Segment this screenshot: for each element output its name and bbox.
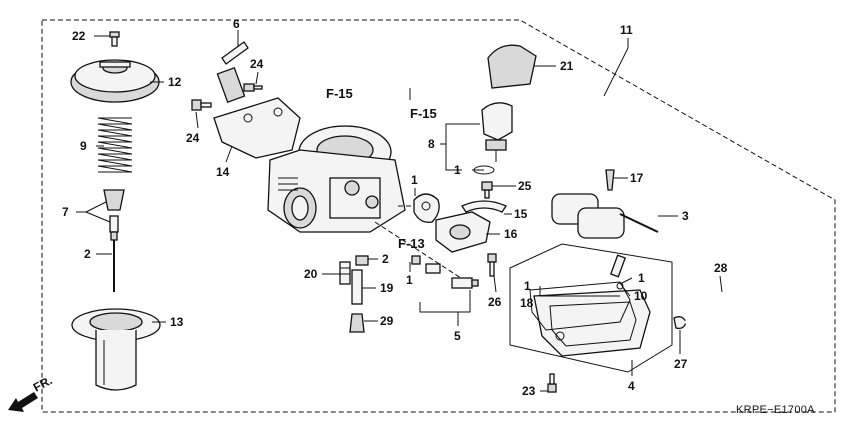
callout-21: 21 [560, 59, 574, 73]
float-3 [551, 193, 659, 239]
callout-5: 5 [454, 329, 461, 343]
callout-9: 9 [80, 139, 87, 153]
clip-27 [673, 316, 687, 330]
ref-f15-choke: F-15 [410, 106, 437, 121]
callout-28: 28 [714, 261, 728, 275]
callout-15: 15 [514, 207, 528, 221]
callout-22: 22 [72, 29, 86, 43]
float-chamber-4 [533, 289, 651, 357]
screw-25 [481, 181, 493, 199]
insulator-16 [435, 211, 491, 253]
callout-7: 7 [62, 205, 69, 219]
screw-22 [109, 31, 120, 47]
leader-lines [76, 30, 723, 392]
callout-14: 14 [216, 165, 230, 179]
clamp-15 [461, 200, 507, 213]
callout-26: 26 [488, 295, 502, 309]
jet-needle-holder-7 [103, 189, 125, 233]
callout-23: 23 [522, 384, 536, 398]
bolt-6 [216, 41, 249, 104]
front-marker: FR. [31, 373, 55, 394]
screw-23 [547, 373, 557, 393]
callout-2b: 2 [382, 252, 389, 266]
callout-1b: 1 [454, 163, 461, 177]
ref-f13: F-13 [398, 236, 425, 251]
diagram-code: KRPE−E1700A [736, 404, 815, 416]
callout-16: 16 [504, 227, 518, 241]
pilot-screw-20 [339, 261, 351, 285]
carburetor-body [267, 125, 406, 233]
callout-1d: 1 [524, 279, 531, 293]
screw-24b [191, 99, 212, 111]
callout-18: 18 [520, 296, 534, 310]
spring-9 [97, 117, 133, 173]
diaphragm-piston-13 [71, 308, 161, 391]
screw-26 [487, 253, 497, 277]
assembly-boundary [41, 19, 836, 413]
drain-screw-10 [609, 254, 627, 290]
callout-25: 25 [518, 179, 532, 193]
float-needle-valve-17 [605, 169, 615, 191]
bracket-14 [213, 97, 301, 159]
gasket-18 [529, 281, 631, 331]
callout-4: 4 [628, 379, 635, 393]
front-direction-arrow-icon [8, 392, 38, 412]
callout-10: 10 [634, 289, 648, 303]
callout-1e: 1 [638, 271, 645, 285]
callout-3: 3 [682, 209, 689, 223]
callout-17: 17 [630, 171, 644, 185]
callout-6: 6 [233, 17, 240, 31]
callout-19: 19 [380, 281, 394, 295]
callout-11: 11 [620, 23, 633, 37]
callout-24b: 24 [186, 131, 200, 145]
jet-needle-2 [110, 231, 118, 292]
callout-24a: 24 [250, 57, 264, 71]
needle-jet-holder-19 [351, 269, 363, 305]
ref-f15-body: F-15 [326, 86, 353, 101]
top-cap-12 [70, 59, 160, 103]
needle-jet-2b [355, 255, 369, 266]
callout-29: 29 [380, 314, 394, 328]
gasket-1a [413, 193, 440, 223]
callout-1a: 1 [411, 173, 418, 187]
callout-13: 13 [170, 315, 184, 329]
callout-12: 12 [168, 75, 182, 89]
auto-choke-8 [481, 102, 513, 162]
callout-2a: 2 [84, 247, 91, 261]
screw-24a [243, 83, 263, 92]
callout-1c: 1 [406, 273, 413, 287]
choke-cover-21 [487, 44, 537, 89]
jet-set-5 [411, 255, 479, 289]
drain-tube-28 [685, 283, 779, 355]
callout-27: 27 [674, 357, 688, 371]
float-chamber-boundary [509, 243, 673, 373]
main-jet-29 [349, 313, 365, 333]
callout-8: 8 [428, 137, 435, 151]
callout-20: 20 [304, 267, 318, 281]
